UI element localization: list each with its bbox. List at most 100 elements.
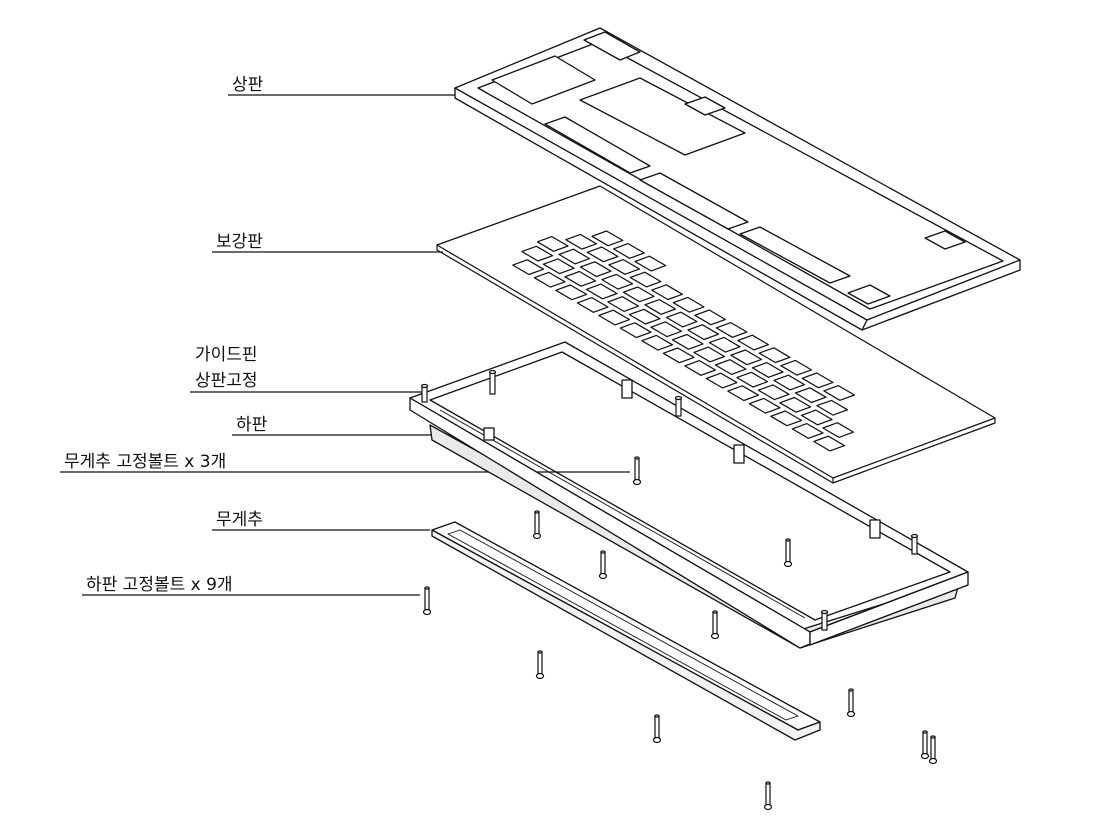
- switch-cutout: [512, 259, 545, 276]
- switch-cutout: [694, 309, 727, 326]
- switch-cutout: [521, 245, 554, 262]
- switch-cutout: [608, 259, 641, 275]
- switch-cutout: [687, 324, 720, 341]
- switch-cutout: [665, 311, 698, 328]
- switch-cutout: [715, 322, 748, 338]
- switch-cutout: [823, 385, 856, 401]
- top-plate-cutout-3: [639, 172, 749, 230]
- switch-cutout: [651, 284, 684, 301]
- bottom-case: [409, 341, 969, 649]
- switch-cutout: [773, 374, 806, 391]
- label-weight-text: 무게추: [216, 510, 263, 530]
- switch-cutout: [672, 296, 705, 313]
- top-plate-notch-2: [684, 96, 726, 116]
- label-reinforcement-plate-text: 보강판: [216, 232, 263, 252]
- switch-cutout: [801, 372, 834, 389]
- switch-cutout: [736, 371, 769, 388]
- weight-bolt: [598, 550, 608, 580]
- switch-cutout: [727, 385, 760, 402]
- bottom-plate-bolt: [920, 730, 930, 760]
- switch-cutout: [622, 286, 655, 303]
- weight-bolt: [632, 456, 642, 486]
- switch-cutout: [576, 297, 609, 313]
- switch-cutout: [779, 396, 812, 413]
- switch-cutout: [650, 321, 683, 338]
- label-bottom-plate: 하판: [232, 415, 460, 436]
- bottom-plate-bolt: [535, 650, 545, 680]
- switch-cutout: [629, 271, 662, 288]
- switch-cutout: [619, 322, 652, 339]
- top-plate-edge-corner: [861, 319, 868, 331]
- switch-cutout: [591, 230, 624, 247]
- switch-cutout: [601, 273, 634, 290]
- label-bottom-plate-text: 하판: [236, 415, 268, 435]
- top-plate-cutout-1: [491, 55, 596, 105]
- bottom-plate-bolt: [763, 781, 773, 811]
- bottom-plate-bolt: [422, 586, 432, 616]
- bottom-case-step-line: [439, 409, 806, 619]
- switch-cutout: [644, 299, 677, 315]
- top-plate-cutout-5: [847, 284, 891, 305]
- top-plate: [454, 27, 1021, 331]
- switch-cutout: [555, 284, 588, 301]
- bottom-plate-bolt: [532, 510, 542, 540]
- label-reinforcement-plate: 보강판: [212, 232, 443, 253]
- switch-cutout: [612, 243, 645, 259]
- label-guide-pin-line1: 가이드핀: [195, 345, 258, 365]
- top-plate-cutout-2: [544, 116, 651, 174]
- switch-cutout: [533, 271, 566, 288]
- guide-pin: [488, 369, 497, 395]
- switch-cutout: [565, 233, 598, 250]
- weight-bolt: [783, 538, 793, 568]
- switch-cutout: [813, 435, 846, 452]
- switch-cutout-grid: [512, 230, 856, 452]
- top-plate-main-opening: [579, 77, 746, 156]
- switch-cutout: [757, 384, 790, 401]
- weight-bar-groove: [447, 529, 799, 721]
- bottom-case-post-2: [733, 444, 745, 464]
- bottom-case-post-3: [869, 519, 881, 539]
- switch-cutout: [579, 261, 612, 278]
- guide-pin: [820, 609, 829, 631]
- switch-cutout: [822, 422, 855, 438]
- weight-bar-side: [431, 529, 821, 741]
- switch-cutout: [714, 359, 747, 375]
- switch-cutout: [816, 399, 849, 416]
- switch-cutout: [794, 387, 827, 404]
- top-plate-notch-3: [924, 230, 966, 250]
- label-weight-bolt-text: 무게추 고정볼트 x 3개: [64, 452, 226, 472]
- bottom-plate-bolt: [846, 688, 856, 718]
- switch-cutout: [684, 360, 717, 376]
- switch-cutout: [558, 248, 591, 265]
- label-weight: 무게추: [212, 510, 430, 531]
- bottom-plate-bolt: [652, 714, 662, 744]
- guide-pins: [420, 369, 919, 631]
- switch-cutout: [634, 255, 667, 272]
- switch-cutout: [607, 296, 640, 312]
- switch-cutout: [708, 336, 741, 353]
- guide-pin: [420, 383, 429, 403]
- switch-cutout: [671, 333, 704, 350]
- guide-pin: [674, 395, 683, 417]
- switch-cutout: [791, 423, 824, 439]
- switch-cutout: [564, 270, 597, 287]
- reinforcement-plate: [436, 185, 996, 484]
- top-plate-notch-1: [583, 31, 641, 61]
- bolts: [422, 456, 938, 811]
- switch-cutout: [585, 283, 618, 300]
- switch-cutout: [598, 309, 631, 326]
- switch-cutout: [536, 236, 569, 252]
- bottom-plate-bolt: [928, 735, 938, 765]
- label-bottom-bolt-text: 하판 고정볼트 x 9개: [86, 575, 233, 595]
- switch-cutout: [586, 246, 619, 263]
- switch-cutout: [758, 347, 791, 364]
- switch-cutout: [693, 346, 726, 363]
- switch-cutout: [641, 334, 674, 351]
- switch-cutout: [705, 372, 738, 389]
- bottom-case-right-side: [809, 571, 969, 646]
- bottom-plate-bolt: [710, 610, 720, 640]
- switch-cutout: [542, 258, 575, 275]
- label-bottom-bolt: 하판 고정볼트 x 9개: [82, 575, 420, 596]
- bottom-case-inner-wall: [429, 351, 951, 621]
